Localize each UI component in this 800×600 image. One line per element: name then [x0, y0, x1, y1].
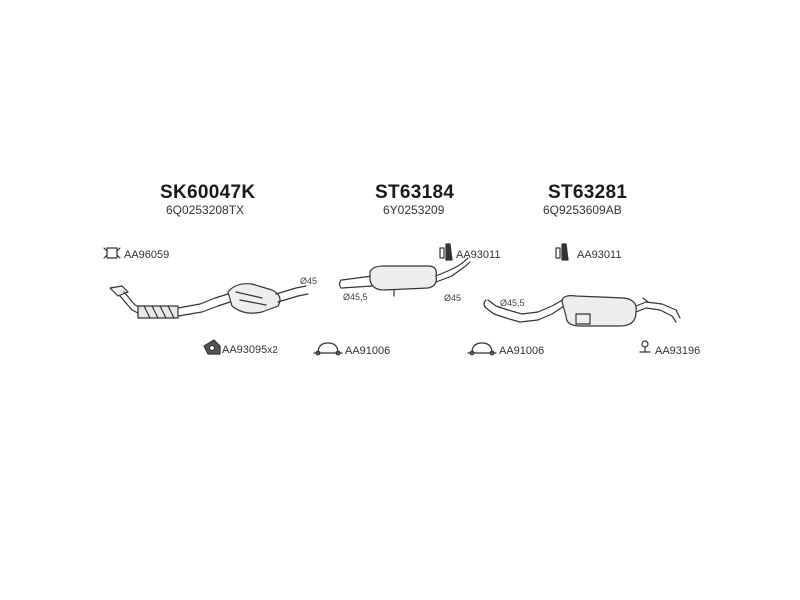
section-oem-front: 6Q0253208TX [166, 203, 245, 217]
part-label-aa91006-middle: AA91006 [499, 345, 545, 357]
dimension-label-middle-outlet: Ø45 [444, 293, 462, 303]
front-pipe-catalytic-converter [109, 283, 309, 319]
part-label-aa93011-middle: AA93011 [456, 249, 501, 261]
rubber-mount-icon [203, 339, 221, 355]
part-label-aa93095: AA93095x2 [222, 344, 278, 356]
rear-silencer [483, 295, 681, 327]
dimension-label-rear-inlet: Ø45,5 [500, 298, 525, 308]
section-title-front: SK60047K [160, 182, 256, 203]
section-title-rear: ST63281 [548, 182, 628, 203]
part-label-aa93196: AA93196 [655, 345, 701, 357]
part-quantity: x2 [267, 345, 278, 356]
middle-silencer [338, 257, 471, 297]
clamp-icon [103, 247, 121, 259]
u-clamp-icon [313, 342, 343, 356]
section-oem-rear: 6Q9253609AB [543, 203, 622, 217]
hanger-icon [639, 340, 651, 353]
part-label-aa96059: AA96059 [124, 249, 170, 261]
part-label-aa91006-front: AA91006 [345, 345, 391, 357]
part-code: AA93095 [222, 344, 268, 356]
dimension-label-front: Ø45 [300, 276, 318, 286]
section-title-middle: ST63184 [375, 182, 455, 203]
part-label-aa93011-rear: AA93011 [577, 249, 622, 261]
dimension-label-middle-inlet: Ø45,5 [343, 292, 368, 302]
u-clamp-icon-middle [467, 342, 497, 356]
rubber-hanger-icon [439, 243, 453, 261]
section-oem-middle: 6Y0253209 [383, 203, 445, 217]
rubber-hanger-icon-rear [555, 243, 569, 261]
